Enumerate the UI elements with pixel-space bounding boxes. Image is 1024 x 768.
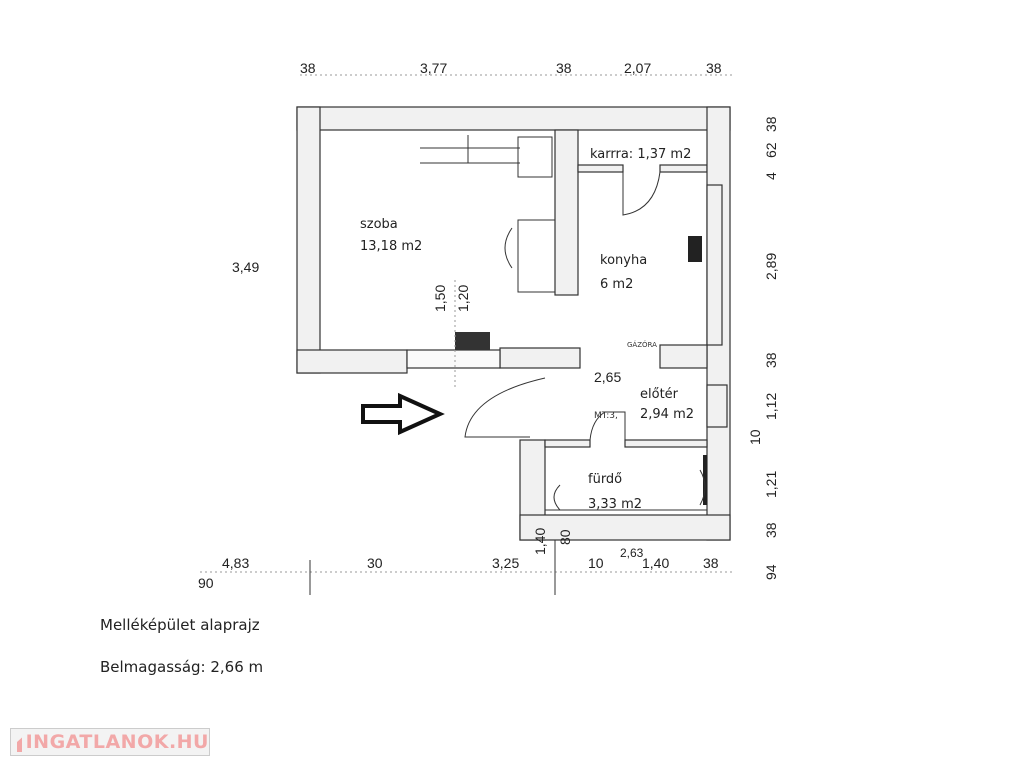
svg-text:2,89: 2,89 [763,253,779,280]
svg-text:1,21: 1,21 [763,471,779,498]
room-szoba-area: 13,18 m2 [360,239,422,254]
dim-bottom-4: 10 [588,555,604,571]
svg-text:10: 10 [747,429,763,445]
svg-text:38: 38 [763,116,779,132]
caption-height: Belmagasság: 2,66 m [100,658,264,676]
dim-bottom-8: 90 [198,575,214,591]
dim-top-3: 38 [556,60,572,76]
dim-bottom-5: 2,63 [620,546,644,560]
room-konyha-area: 6 m2 [600,277,633,292]
dim-inner-2: 1,20 [455,285,471,312]
svg-text:94: 94 [763,564,779,580]
ingatlanok-logo: INGATLANOK.HU [10,728,210,756]
svg-text:62: 62 [763,142,779,158]
room-konyha-name: konyha [600,253,647,268]
dim-left: 3,49 [232,259,259,275]
right-dimensions: 38 62 4 2,89 38 1,12 10 1,21 38 94 [747,116,779,580]
caption-title: Melléképület alaprajz [100,616,260,634]
walls [296,106,731,541]
dim-inner-4: 1,40 [532,528,548,555]
dim-bottom-2: 30 [367,555,383,571]
svg-text:38: 38 [763,352,779,368]
entrance-arrow-icon [361,392,445,436]
room-eloter-note: MT:3, [594,411,618,421]
furniture [420,135,707,511]
room-furdo-area: 3,33 m2 [588,497,642,512]
logo-text: INGATLANOK.HU [25,731,209,753]
house-icon [17,737,22,752]
gazora-label: GÁZÓRA [627,340,657,349]
dim-top-1: 38 [300,60,316,76]
dim-inner-3: 2,65 [594,369,621,385]
doors [464,171,661,441]
dim-bottom-3: 3,25 [492,555,519,571]
svg-text:38: 38 [763,522,779,538]
room-szoba-name: szoba [360,217,398,232]
dim-bottom-7: 38 [703,555,719,571]
room-eloter-area: 2,94 m2 [640,407,694,422]
dim-top-5: 38 [706,60,722,76]
dim-top-4: 2,07 [624,60,651,76]
dim-inner-5: 80 [557,529,573,545]
room-furdo-name: fürdő [588,472,622,487]
dim-top-2: 3,77 [420,60,447,76]
dim-bottom-1: 4,83 [222,555,249,571]
svg-text:4: 4 [763,172,779,180]
room-eloter-name: előtér [640,387,679,402]
dim-inner-1: 1,50 [432,285,448,312]
svg-text:1,12: 1,12 [763,393,779,420]
dim-bottom-6: 1,40 [642,555,669,571]
room-kamra: karrra: 1,37 m2 [590,147,691,162]
